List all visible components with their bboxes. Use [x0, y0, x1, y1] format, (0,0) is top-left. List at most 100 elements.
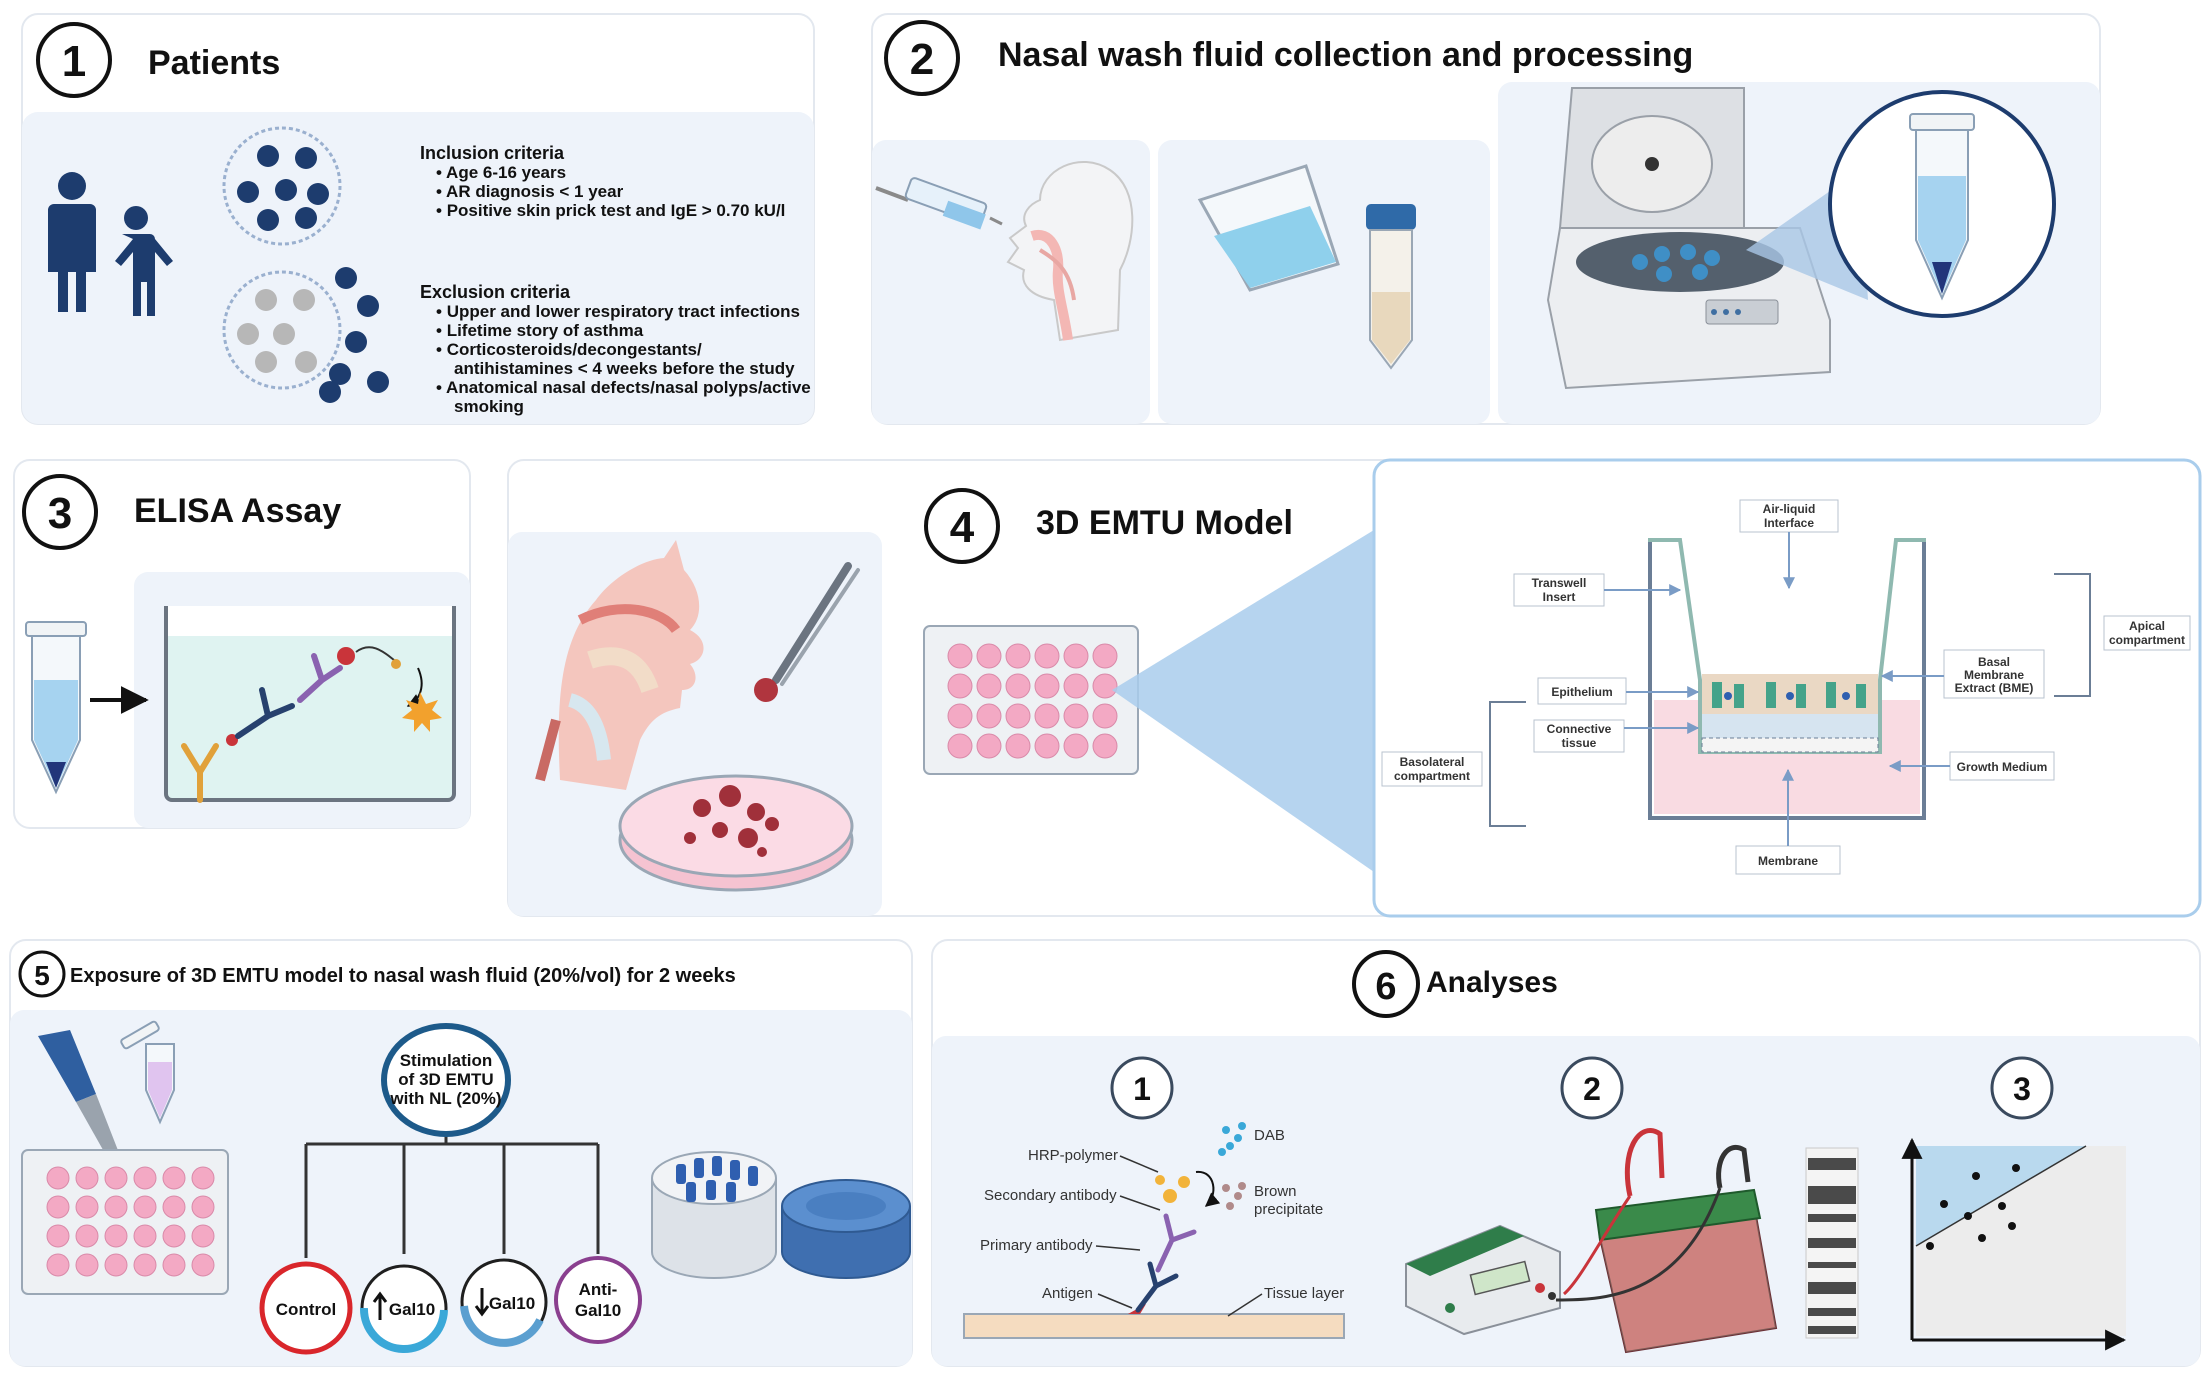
plate-well	[976, 733, 1002, 759]
plate-well	[1005, 733, 1031, 759]
panel-title: Patients	[148, 44, 280, 82]
upregulate-gal10-node: Gal10	[359, 1264, 448, 1353]
well-plate-24	[21, 1149, 229, 1295]
svg-text:tissue: tissue	[1562, 736, 1597, 750]
svg-text:Basolateral: Basolateral	[1400, 755, 1465, 769]
plate-well	[976, 673, 1002, 699]
patients-icon	[48, 172, 173, 316]
plate-well	[104, 1253, 128, 1277]
plate-well	[133, 1166, 157, 1190]
plate-well	[947, 733, 973, 759]
label-transwell-insert: Transwell Insert	[1513, 573, 1682, 607]
label-membrane: Membrane	[1735, 768, 1841, 875]
downregulate-gal10-node: Gal10	[460, 1258, 548, 1347]
plate-well	[1034, 703, 1060, 729]
step-badge	[884, 20, 960, 96]
eppendorf-tube-icon	[120, 1020, 175, 1125]
plate-well	[1005, 703, 1031, 729]
plate-well	[947, 643, 973, 669]
label-basolateral-compartment: Basolateral compartment	[1381, 701, 1526, 827]
syringe-icon	[875, 177, 1003, 230]
zoomed-tube-icon	[1828, 90, 2056, 318]
svg-text:Apical: Apical	[2129, 619, 2165, 633]
step-badge	[22, 474, 98, 550]
plate-well	[104, 1195, 128, 1219]
step-number: 6	[1375, 966, 1396, 1008]
plate-well	[162, 1166, 186, 1190]
step-badge	[18, 950, 66, 998]
svg-text:Gal10: Gal10	[389, 1300, 435, 1319]
plate-well	[133, 1253, 157, 1277]
falcon-tube-icon	[1366, 204, 1416, 370]
plate-well	[1092, 673, 1118, 699]
elisa-well-icon	[164, 606, 456, 803]
panel-title: Exposure of 3D EMTU model to nasal wash …	[70, 965, 736, 987]
treatment-tree: Stimulation of 3D EMTU with NL (20%) Con…	[259, 1023, 642, 1355]
plate-well	[947, 673, 973, 699]
svg-text:Membrane: Membrane	[1964, 668, 2024, 682]
svg-text:Primary antibody: Primary antibody	[980, 1237, 1093, 1254]
plate-well	[191, 1253, 215, 1277]
plate-well	[46, 1195, 70, 1219]
gel-tank-icon	[1555, 1128, 1778, 1354]
plate-well	[75, 1195, 99, 1219]
label-growth-medium: Growth Medium	[1888, 751, 2055, 781]
svg-text:3: 3	[2013, 1071, 2031, 1107]
svg-text:2: 2	[1583, 1071, 1601, 1107]
svg-text:Air-liquid: Air-liquid	[1763, 502, 1816, 516]
plate-well	[191, 1224, 215, 1248]
plate-well	[46, 1166, 70, 1190]
step-number: 4	[950, 503, 975, 552]
step-badge	[924, 488, 1000, 564]
sub-badge-1: 1	[1110, 1056, 1174, 1120]
plate-well	[1034, 643, 1060, 669]
panel-title: Analyses	[1426, 966, 1558, 999]
svg-text:of 3D EMTU: of 3D EMTU	[398, 1070, 493, 1089]
plate-well	[976, 643, 1002, 669]
electrophoresis-power-supply-icon	[1405, 1224, 1561, 1336]
label-epithelium: Epithelium	[1537, 677, 1700, 705]
inclusion-dots-icon	[222, 126, 342, 246]
svg-text:Membrane: Membrane	[1758, 854, 1818, 868]
step-badge	[1352, 950, 1420, 1018]
svg-text:Brown: Brown	[1254, 1183, 1297, 1200]
label-air-liquid-interface: Air-liquid Interface	[1739, 499, 1839, 590]
culture-insert-plate-icon	[651, 1151, 911, 1279]
sample-tube-icon	[25, 621, 87, 795]
svg-text:Control: Control	[276, 1300, 336, 1319]
plate-well	[104, 1166, 128, 1190]
control-node: Control	[259, 1261, 353, 1355]
plate-well	[75, 1166, 99, 1190]
plate-well	[46, 1224, 70, 1248]
forceps-icon	[754, 562, 860, 702]
svg-text:compartment: compartment	[2109, 633, 2185, 647]
svg-text:• Positive skin prick test and: • Positive skin prick test and IgE > 0.7…	[436, 201, 785, 220]
svg-text:Extract (BME): Extract (BME)	[1955, 681, 2034, 695]
plate-well	[133, 1224, 157, 1248]
exclusion-criteria: Exclusion criteria • Upper and lower res…	[420, 282, 811, 416]
svg-text:Growth Medium: Growth Medium	[1957, 760, 2048, 774]
step-number: 5	[34, 960, 50, 991]
patient-head-icon	[1006, 160, 1134, 342]
correlation-plot-icon	[1901, 1137, 2127, 1351]
svg-text:Antigen: Antigen	[1042, 1285, 1093, 1302]
svg-text:• Corticosteroids/decongestant: • Corticosteroids/decongestants/	[436, 340, 702, 359]
svg-text:precipitate: precipitate	[1254, 1201, 1323, 1218]
svg-text:Connective: Connective	[1547, 722, 1612, 736]
plate-well	[46, 1253, 70, 1277]
panel-title: Nasal wash fluid collection and processi…	[998, 36, 1693, 74]
plate-well	[1092, 733, 1118, 759]
svg-text:• Anatomical nasal defects/nas: • Anatomical nasal defects/nasal polyps/…	[436, 378, 811, 397]
panel-elisa: 3 ELISA Assay	[13, 459, 471, 829]
plate-well	[162, 1195, 186, 1219]
svg-text:Gal10: Gal10	[489, 1294, 535, 1313]
immunohistochemistry-schematic: DAB Brown precipitate HRP-polymer Second…	[963, 1122, 1345, 1339]
plate-well	[1034, 733, 1060, 759]
plate-well	[1063, 733, 1089, 759]
svg-text:compartment: compartment	[1394, 769, 1470, 783]
plate-well	[1092, 643, 1118, 669]
petri-dish-icon	[618, 774, 854, 892]
plate-well	[191, 1166, 215, 1190]
centrifuge-icon	[1546, 87, 1831, 390]
panel-title: 3D EMTU Model	[1036, 504, 1293, 542]
